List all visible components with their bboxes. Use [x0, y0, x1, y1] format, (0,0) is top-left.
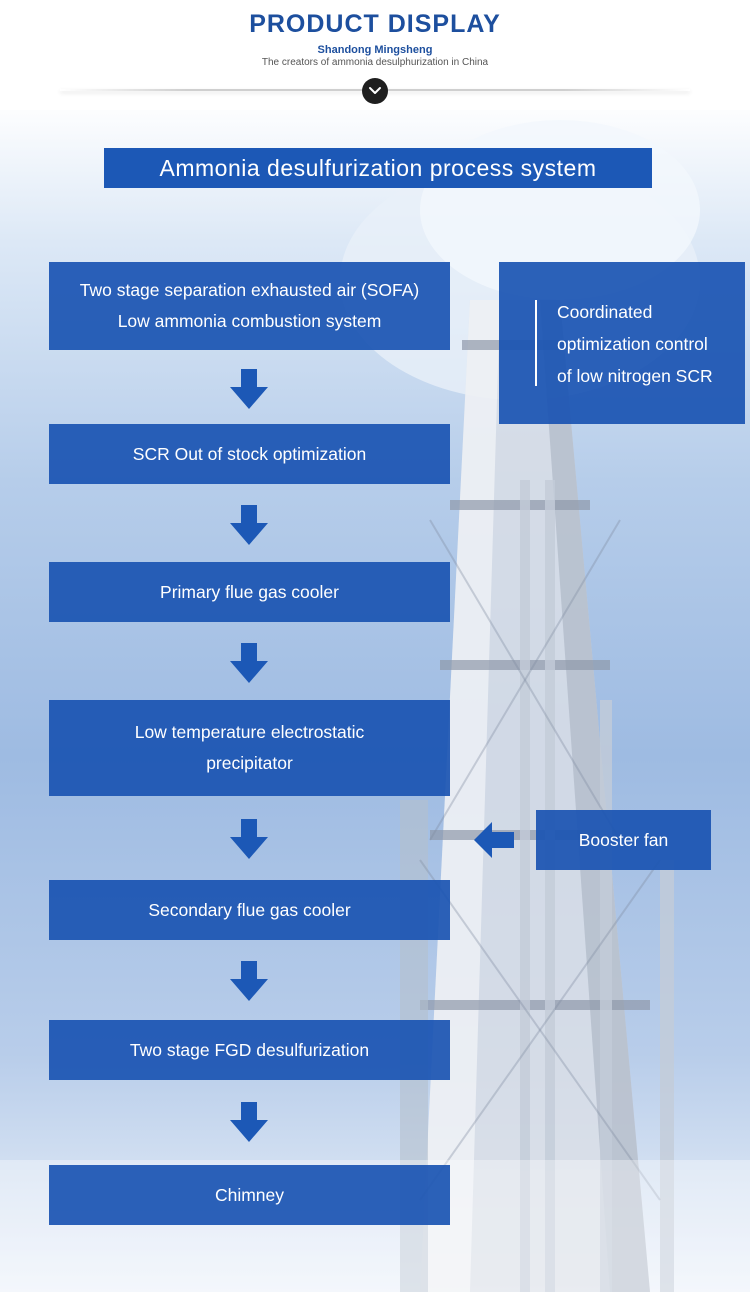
arrow-down-icon [230, 505, 268, 545]
step-line: SCR Out of stock optimization [132, 443, 367, 464]
accent-bar [535, 300, 537, 386]
side-line: of low nitrogen SCR [557, 366, 713, 386]
company-name: Shandong Mingsheng [317, 44, 433, 56]
tagline: The creators of ammonia desulphurization… [261, 57, 489, 68]
page-header: PRODUCT DISPLAY Shandong Mingsheng The c… [0, 0, 750, 110]
step-line: Two stage separation exhausted air (SOFA… [79, 280, 420, 300]
arrow-down-icon [230, 369, 268, 409]
arrow-down-icon [230, 961, 268, 1001]
step-fgd-desulfurization: Two stage FGD desulfurization [49, 1020, 450, 1080]
step-line: Primary flue gas cooler [160, 581, 339, 602]
expand-button[interactable] [362, 78, 388, 104]
booster-fan-box: Booster fan [536, 810, 711, 870]
arrow-down-icon [230, 1102, 268, 1142]
step-line: Two stage FGD desulfurization [129, 1039, 370, 1060]
step-line: Secondary flue gas cooler [148, 899, 351, 920]
chevron-down-icon [369, 87, 381, 94]
page-title: PRODUCT DISPLAY [249, 10, 501, 38]
arrow-left-icon [474, 822, 514, 858]
section-title-banner: Ammonia desulfurization process system [104, 148, 652, 188]
step-line: Low temperature electrostatic [134, 722, 365, 742]
step-sofa-low-ammonia-combustion: Two stage separation exhausted air (SOFA… [49, 262, 450, 350]
step-line: Low ammonia combustion system [117, 311, 382, 331]
scr-control-text: Coordinated optimization control of low … [557, 296, 713, 392]
scr-control-box: Coordinated optimization control of low … [499, 262, 745, 424]
step-chimney: Chimney [49, 1165, 450, 1225]
step-secondary-flue-gas-cooler: Secondary flue gas cooler [49, 880, 450, 940]
step-primary-flue-gas-cooler: Primary flue gas cooler [49, 562, 450, 622]
step-line: precipitator [206, 753, 293, 773]
side-line: optimization control [557, 334, 708, 354]
step-line: Chimney [214, 1184, 285, 1205]
step-electrostatic-precipitator: Low temperature electrostatic precipitat… [49, 700, 450, 796]
step-scr-optimization: SCR Out of stock optimization [49, 424, 450, 484]
side-line: Coordinated [557, 302, 653, 322]
booster-fan-label: Booster fan [578, 829, 669, 850]
arrow-down-icon [230, 819, 268, 859]
arrow-down-icon [230, 643, 268, 683]
